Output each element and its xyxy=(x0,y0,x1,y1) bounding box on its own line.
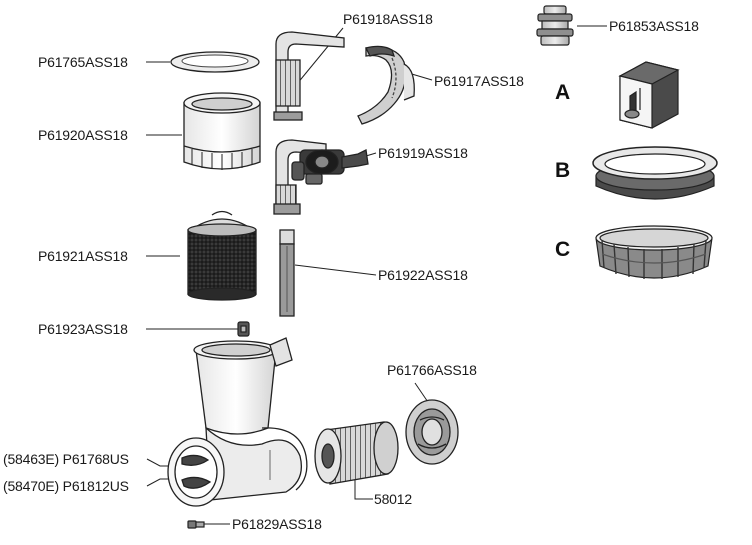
clip-part xyxy=(237,321,250,337)
variant-label-a: A xyxy=(555,81,571,104)
variant-c-frame-pool xyxy=(595,225,713,279)
variant-b-inflatable-pool xyxy=(592,146,718,200)
label-p61768: (58463E) P61768US xyxy=(3,451,129,467)
skimmer-housing-part xyxy=(167,337,308,507)
bracket-arm-part xyxy=(357,45,415,125)
mesh-basket-part xyxy=(187,210,257,301)
label-p61765: P61765ASS18 xyxy=(38,54,128,70)
label-58012: 58012 xyxy=(374,491,412,507)
screw-part xyxy=(187,520,205,529)
label-p61917: P61917ASS18 xyxy=(434,73,524,89)
label-p61853: P61853ASS18 xyxy=(609,18,699,34)
hanger-bracket-part xyxy=(273,31,345,121)
stem-part xyxy=(279,229,295,317)
label-p61812: (58470E) P61812US xyxy=(3,478,129,494)
label-p61921: P61921ASS18 xyxy=(38,248,128,264)
filter-cartridge-part xyxy=(314,421,399,485)
end-cap-part xyxy=(405,399,459,465)
leader-lines xyxy=(146,25,607,525)
label-p61920: P61920ASS18 xyxy=(38,127,128,143)
hose-adapter-part xyxy=(536,5,574,46)
label-p61922: P61922ASS18 xyxy=(378,267,468,283)
label-p61918: P61918ASS18 xyxy=(343,11,433,27)
label-p61766: P61766ASS18 xyxy=(387,362,477,378)
variant-label-b: B xyxy=(555,159,571,182)
variant-label-c: C xyxy=(555,238,571,261)
skimmer-cup-part xyxy=(183,92,261,170)
variant-a-pump-unit xyxy=(618,61,680,129)
label-p61923: P61923ASS18 xyxy=(38,321,128,337)
valve-assembly-part xyxy=(273,139,369,215)
label-p61829: P61829ASS18 xyxy=(232,516,322,532)
gasket-ring-part xyxy=(170,51,260,73)
label-p61919: P61919ASS18 xyxy=(378,145,468,161)
